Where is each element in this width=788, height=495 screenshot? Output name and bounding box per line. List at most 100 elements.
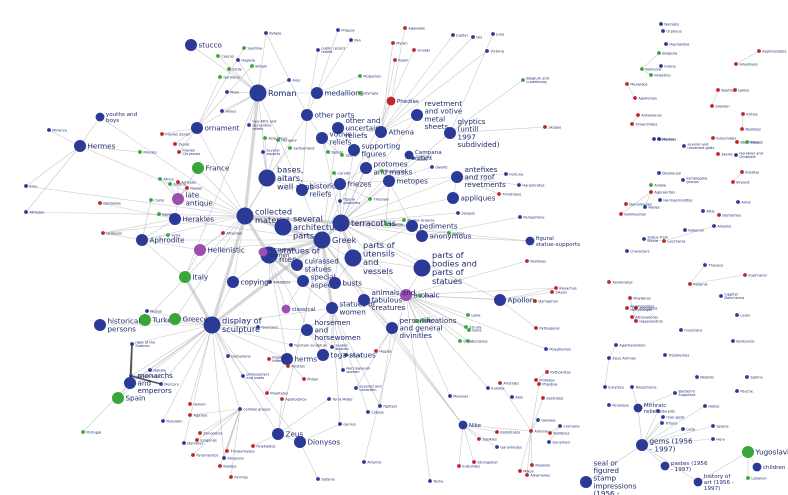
node-myron[interactable]: Myron xyxy=(391,41,408,45)
node-athletes[interactable]: Athletes xyxy=(24,210,44,214)
node-hermes[interactable]: Hermes xyxy=(74,140,116,152)
node-eubulides[interactable]: Eubulides xyxy=(457,464,480,468)
node-mars[interactable]: Mars xyxy=(225,90,239,94)
node-priapos[interactable]: Priapos xyxy=(336,28,355,32)
node-aristeas[interactable]: Aristeas xyxy=(176,180,196,184)
node-britain[interactable]: Britain xyxy=(250,64,267,68)
node-hagesandros[interactable]: Hagesandros xyxy=(634,319,663,323)
node-damophon[interactable]: Damophon xyxy=(533,299,558,303)
node-kresilas[interactable]: Kresilas xyxy=(740,170,759,174)
node-lykios[interactable]: Lykios xyxy=(733,88,749,92)
node-pastes-1956-1997[interactable]: pastes (1956- 1997) xyxy=(660,461,708,473)
node-africa[interactable]: Africa xyxy=(158,177,174,181)
node-paionios[interactable]: Paionios xyxy=(530,463,550,467)
node-satyros[interactable]: Satyros xyxy=(316,477,335,481)
node-marsyas[interactable]: Marsyas xyxy=(448,394,468,398)
node-etruria[interactable]: Etruria xyxy=(464,325,482,329)
node-agasias[interactable]: Agasias xyxy=(188,413,207,417)
node-barbarians[interactable]: barbarians xyxy=(226,354,251,358)
node-nymphs[interactable]: Nymphs xyxy=(659,22,679,26)
node-polydoros[interactable]: Polydoros xyxy=(628,296,651,300)
node-polyphemos[interactable]: Polyphemos xyxy=(544,347,571,351)
node-glykon[interactable]: Glykon xyxy=(188,402,206,406)
node-theseus[interactable]: Theseus xyxy=(703,263,723,267)
node-boeotia[interactable]: Boeotia xyxy=(384,222,403,226)
node-athena[interactable]: Athena xyxy=(375,126,414,138)
node-sicily[interactable]: Sicily xyxy=(227,67,243,71)
node-eros[interactable]: Eros xyxy=(24,184,37,188)
node-medusa[interactable]: Medusa xyxy=(657,137,676,141)
node-cyprus[interactable]: Cyprus xyxy=(216,54,234,58)
node-sardinia[interactable]: Sardinia xyxy=(242,46,262,50)
node-leda[interactable]: Leda xyxy=(681,427,695,431)
node-demeter[interactable]: Demeter xyxy=(182,441,204,445)
node-xenokrates[interactable]: Xenokrates xyxy=(607,280,633,284)
node-hekate[interactable]: Hekate xyxy=(148,368,167,372)
node-amazons[interactable]: Amazons xyxy=(222,456,244,460)
node-lysippos[interactable]: Lysippos xyxy=(101,231,122,235)
node-zenas[interactable]: Zenas xyxy=(173,142,190,146)
node-muses[interactable]: Muses xyxy=(145,309,162,313)
node-pyromachos[interactable]: Pyromachos xyxy=(191,453,218,457)
node-silanion[interactable]: Silanion xyxy=(710,104,730,108)
node-eurydice[interactable]: Eurydice xyxy=(603,385,625,389)
node-cyclades[interactable]: Cyclades xyxy=(466,339,488,343)
node-children[interactable]: children xyxy=(752,462,786,472)
node-tyche[interactable]: Tyche xyxy=(428,479,444,483)
node-apollodoros[interactable]: Apollodoros xyxy=(280,397,307,401)
node-arkesilaos[interactable]: Arkesilaos xyxy=(734,62,758,66)
node-antenor[interactable]: Antenor xyxy=(529,429,549,433)
node-samos[interactable]: Samos xyxy=(447,231,465,235)
node-yugoslavia[interactable]: Yugoslavia xyxy=(742,446,788,458)
node-dwarfs[interactable]: dwarfs xyxy=(430,165,448,169)
node-sparta[interactable]: Sparta xyxy=(340,153,357,157)
node-ares[interactable]: Ares xyxy=(287,78,300,82)
node-sphinx[interactable]: Sphinx xyxy=(745,375,764,379)
node-aphrodite[interactable]: Aphrodite xyxy=(136,234,185,246)
node-magna-graecia[interactable]: Magna Graecia xyxy=(402,218,434,222)
node-kalliteles[interactable]: Kalliteles xyxy=(548,431,570,435)
node-portugal[interactable]: Portugal xyxy=(81,430,101,434)
node-arabia[interactable]: Arabia xyxy=(649,183,666,187)
node-penelope[interactable]: Penelope xyxy=(607,403,630,407)
node-lares[interactable]: Lares xyxy=(735,313,750,317)
node-victoria[interactable]: Victoria xyxy=(485,49,504,53)
node-deinomenes[interactable]: Deinomenes xyxy=(624,202,652,206)
node-dioskouroi[interactable]: Dioskouroi xyxy=(657,171,681,175)
node-stephanos[interactable]: Stephanos xyxy=(735,140,760,144)
node-pan[interactable]: Pan xyxy=(349,38,361,42)
node-roman[interactable]: Roman xyxy=(249,84,297,102)
node-psyche[interactable]: Psyche xyxy=(735,389,754,393)
node-zeus[interactable]: Zeus xyxy=(272,428,303,440)
node-amor[interactable]: Amor xyxy=(736,200,752,204)
node-timotheos[interactable]: Timotheos xyxy=(497,192,521,196)
node-hellenistic[interactable]: Hellenistic xyxy=(194,244,245,256)
node-medallions[interactable]: medallions xyxy=(311,87,364,99)
node-ageladas[interactable]: Ageladas xyxy=(403,26,425,30)
node-pediments[interactable]: pediments xyxy=(406,220,458,232)
node-aristides[interactable]: Aristides xyxy=(498,381,519,385)
node-venus[interactable]: Venus xyxy=(220,109,236,113)
node-kentauros[interactable]: Kentauros xyxy=(731,339,755,343)
node-cybele[interactable]: Cybele xyxy=(366,410,385,414)
node-genius[interactable]: Genius xyxy=(338,422,356,426)
node-pergamon[interactable]: Pergamon xyxy=(358,74,382,78)
node-terracottas[interactable]: terracottas xyxy=(332,214,397,232)
node-minerva[interactable]: Minerva xyxy=(47,128,67,132)
node-skyllis[interactable]: Skyllis xyxy=(716,152,733,156)
node-kanachos[interactable]: Kanachos xyxy=(554,286,577,290)
